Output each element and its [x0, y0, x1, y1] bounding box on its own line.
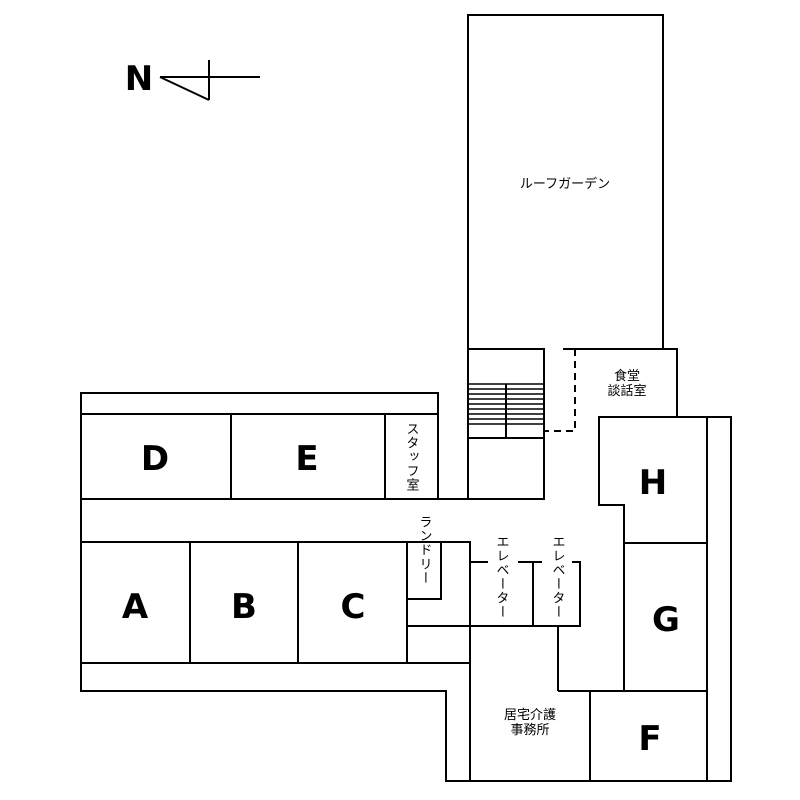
dashed-partition [544, 349, 576, 432]
staff-room-label: スタッフ室 [404, 422, 420, 492]
elevator-shaft-1 [469, 561, 534, 627]
dining-label-line1: 食堂 [614, 368, 640, 384]
room-h-walls [598, 416, 707, 544]
room-label-c: C [341, 587, 366, 627]
elevator-label-1: エレベーター [494, 535, 510, 619]
stair-landing [467, 437, 545, 500]
laundry-label: ランドリー [417, 515, 432, 585]
room-label-h: H [639, 463, 667, 503]
room-label-b: B [231, 587, 257, 627]
elevator-label-2: エレベーター [550, 535, 566, 619]
elevator-door-gap-2 [542, 558, 572, 566]
elevator-shaft-2 [532, 561, 581, 627]
dining-label-line2: 談話室 [607, 383, 646, 399]
room-label-d: D [141, 439, 169, 479]
north-label: N [125, 59, 153, 99]
care-office-label-line2: 事務所 [510, 723, 549, 738]
room-label-f: F [638, 719, 661, 759]
room-label-a: A [122, 587, 149, 627]
care-office-label-line1: 居宅介護 [504, 707, 556, 723]
roof-garden-label: ルーフガーデン [520, 176, 610, 192]
elevator-door-gap-1 [488, 558, 518, 566]
stair-treads [468, 383, 544, 438]
laundry-walls [407, 541, 442, 600]
north-arrow-icon [159, 60, 260, 101]
room-label-e: E [295, 439, 318, 479]
room-label-g: G [652, 600, 680, 640]
